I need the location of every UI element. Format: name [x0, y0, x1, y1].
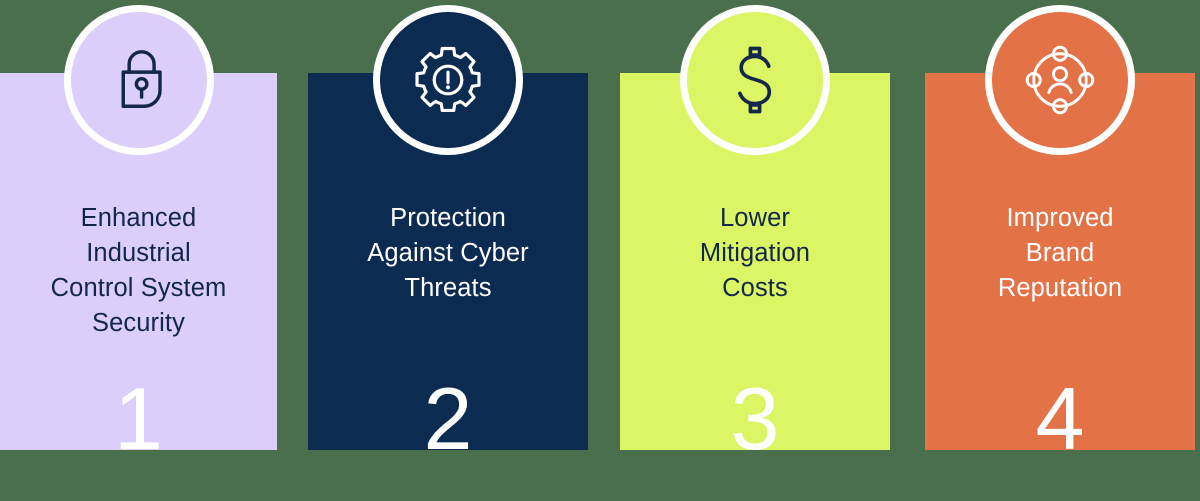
card-2-number: 2	[423, 369, 473, 468]
card-1-content: Enhanced Industrial Control System Secur…	[0, 5, 277, 463]
benefit-card-2: Protection Against Cyber Threats 2	[308, 5, 588, 463]
gear-alert-icon-badge	[373, 5, 523, 155]
card-4-title: Improved Brand Reputation	[997, 204, 1123, 302]
card-3-number: 3	[730, 369, 780, 468]
benefit-card-1: Enhanced Industrial Control System Secur…	[0, 5, 277, 463]
gear-alert-icon	[415, 46, 481, 113]
benefit-card-3: Lower Mitigation Costs 3	[620, 5, 890, 463]
user-network-icon-badge	[985, 5, 1135, 155]
card-1-number: 1	[114, 369, 163, 468]
card-3-title: Lower Mitigation Costs	[699, 204, 811, 302]
dollar-sign-icon	[738, 46, 772, 114]
dollar-sign-icon-badge	[680, 5, 830, 155]
card-2-content: Protection Against Cyber Threats 2	[308, 5, 588, 463]
user-network-icon	[1025, 45, 1095, 115]
lock-icon	[121, 50, 162, 108]
lock-icon-badge	[63, 5, 214, 155]
card-2-title: Protection Against Cyber Threats	[367, 204, 529, 302]
card-1-title: Enhanced Industrial Control System Secur…	[50, 204, 227, 337]
benefit-card-4: Improved Brand Reputation 4	[925, 5, 1195, 463]
card-4-number: 4	[1035, 369, 1085, 468]
